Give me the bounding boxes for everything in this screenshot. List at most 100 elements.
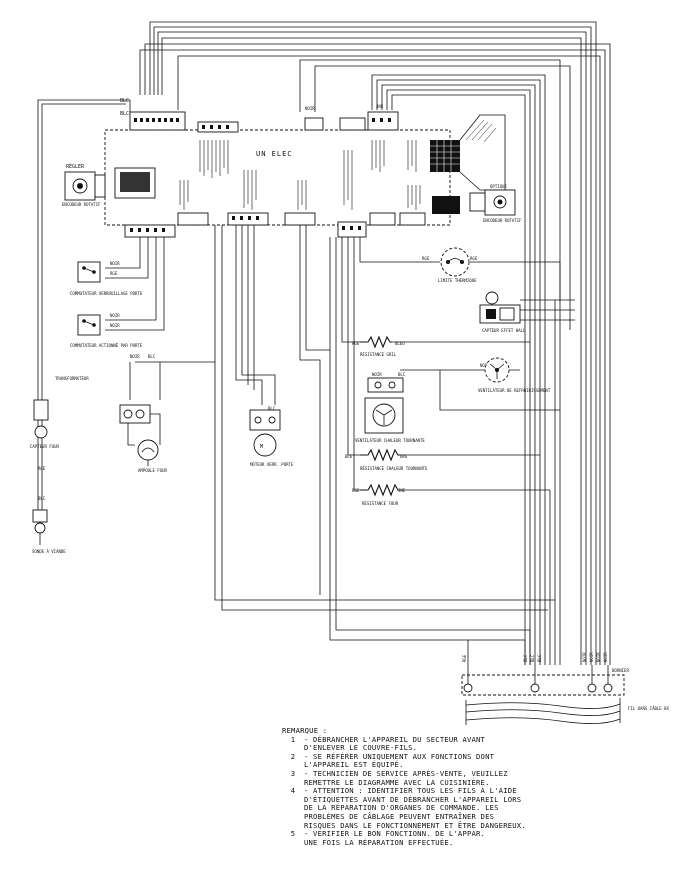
remark-text: - ATTENTION : IDENTIFIER TOUS LES FILS À…	[304, 786, 526, 830]
terminal-wire-labels: RGE BLC BLC BLC NOIR NOIR NOIR NOIR	[462, 652, 608, 662]
wire-label-rge-2: RGE	[352, 341, 360, 346]
door-lock-motor-label: MOTEUR VERR. PORTE	[250, 462, 294, 467]
lower-wires	[105, 225, 575, 665]
board-fine-print	[179, 140, 421, 210]
optique-label: OPTIQUE	[490, 184, 507, 189]
hall-sensor-label: CAPTEUR EFFET HALL	[482, 328, 526, 333]
wire-label-jne: JNE	[398, 488, 406, 493]
wire-label-bleu: BLEU	[395, 341, 405, 346]
connector-pins-top	[134, 118, 391, 129]
svg-text:M: M	[260, 444, 263, 450]
remark-text: - SE RÉFÉRER UNIQUEMENT AUX FONCTIONS DO…	[304, 751, 495, 770]
keypad-ribbon	[459, 114, 506, 191]
terminal-feed-wires	[467, 630, 531, 665]
remarks-heading: REMARQUE :	[282, 726, 328, 735]
svg-text:NOIR: NOIR	[603, 652, 608, 662]
remark-number: 5	[290, 829, 296, 839]
connector-top-3	[304, 117, 324, 131]
wire-label-blc-4: BLC	[268, 406, 276, 411]
keypad-grid	[430, 140, 460, 172]
remark-text: - TECHNICIEN DE SERVICE APRÈS-VENTE, VEU…	[304, 768, 508, 787]
connector-bottom-7	[399, 212, 426, 226]
transformer-label: TRANSFORMATEUR	[55, 376, 89, 381]
bx-cable-label: FIL DANS CÂBLE BX	[628, 706, 670, 711]
encoder-right-label: ENCODEUR ROTATIF	[483, 218, 522, 223]
encoder-left-title: RÉGLER	[66, 162, 85, 170]
remark-item: 3 - TECHNICIEN DE SERVICE APRÈS-VENTE, V…	[282, 768, 622, 787]
remark-number: 2	[290, 751, 296, 761]
hall-sensor: CAPTEUR EFFET HALL	[479, 291, 526, 333]
remarks-block: REMARQUE : 1 - DÉBRANCHER L'APPAREIL DU …	[282, 726, 622, 847]
door-actuated-switch: COMMUTATEUR ACTIONNÉ PAR PORTE	[70, 314, 143, 348]
connector-top-1	[129, 111, 186, 131]
encoder-left: RÉGLER ENCODEUR ROTATIF	[62, 162, 106, 207]
keypad-ribbon-lines	[465, 119, 497, 143]
remark-text: - VÉRIFIER LE BON FONCTIONN. DE L'APPAR.…	[304, 829, 486, 847]
remark-number: 3	[290, 768, 296, 778]
oven-lamp-label: AMPOULE FOUR	[138, 468, 167, 473]
meat-probe-label: SONDE À VIANDE	[32, 549, 66, 554]
terminal-block-label: BORNIER	[612, 668, 629, 673]
connector-bottom-4	[284, 212, 316, 226]
cooling-fan-label: VENTILATEUR DE REFROIDISSEMENT	[478, 388, 551, 393]
oven-sensor-label: CAPTEUR FOUR	[30, 444, 59, 449]
svg-text:NOIR: NOIR	[582, 652, 587, 662]
door-lock-motor: M MOTEUR VERR. PORTE	[249, 409, 294, 467]
door-lock-switch: COMMUTATEUR VERROUILLAGE PORTE	[70, 261, 143, 296]
svg-text:BLC: BLC	[530, 654, 535, 662]
svg-text:NOIR: NOIR	[589, 652, 594, 662]
svg-text:BLC: BLC	[537, 654, 542, 662]
keypad-lower-block	[432, 196, 460, 214]
convection-fan: VENTILATEUR CHALEUR TOURNANTE	[355, 377, 425, 443]
door-lock-switch-label: COMMUTATEUR VERROUILLAGE PORTE	[70, 291, 143, 296]
terminal-block: BORNIER FIL DANS CÂBLE BX	[461, 665, 670, 725]
oven-lamp: AMPOULE FOUR	[137, 439, 167, 473]
wire-label-rge-3: RGE	[352, 488, 360, 493]
cooling-fan: VENTILATEUR DE REFROIDISSEMENT	[478, 357, 551, 393]
control-board: UN ELEC	[104, 111, 506, 238]
wire-label-noir-3: NOIR	[110, 323, 120, 328]
wire-label-rge-1: RGE	[110, 271, 118, 276]
board-title: UN ELEC	[256, 150, 293, 158]
wire-label-blc-1: BLC	[120, 98, 129, 104]
broil-element: RÉSISTANCE GRIL	[360, 335, 397, 357]
keypad-connector-block	[430, 140, 460, 172]
remark-number: 1	[290, 734, 296, 744]
wire-labels: NOIR JNE NOIR RGE NOIR NOIR NOIR BLC BLC…	[38, 104, 508, 501]
remark-item: 5 - VÉRIFIER LE BON FONCTIONN. DE L'APPA…	[282, 829, 622, 847]
convection-element: RÉSISTANCE CHALEUR TOURNANTE	[360, 448, 428, 471]
wire-label-rge-5: RGE	[470, 256, 478, 261]
wire-label-rge-4: RGE	[422, 256, 430, 261]
wire-label-noir-2: NOIR	[110, 313, 120, 318]
meat-probe: SONDE À VIANDE	[32, 445, 66, 554]
wire-label-blc-5: BLC	[398, 372, 406, 377]
wire-label-noir-4: NOIR	[130, 354, 140, 359]
wire-label-noir-6: NOIR	[480, 363, 490, 368]
connector-pins-bottom	[130, 216, 361, 232]
connector-bottom-2	[177, 212, 209, 226]
door-actuated-switch-label: COMMUTATEUR ACTIONNÉ PAR PORTE	[70, 343, 143, 348]
remark-text: - DÉBRANCHER L'APPAREIL DU SECTEUR AVANT…	[304, 734, 486, 753]
convection-element-label: RÉSISTANCE CHALEUR TOURNANTE	[360, 466, 428, 471]
bake-element-label: RÉSISTANCE FOUR	[362, 501, 399, 506]
encoder-right: OPTIQUE ENCODEUR ROTATIF	[469, 184, 522, 223]
svg-text:RGE: RGE	[462, 654, 467, 662]
broil-element-label: RÉSISTANCE GRIL	[360, 352, 397, 357]
wire-label-ble: BLE	[345, 454, 353, 459]
board-outline	[104, 129, 451, 226]
convection-fan-label: VENTILATEUR CHALEUR TOURNANTE	[355, 438, 425, 443]
thermal-limit-label: LIMITE THERMIQUE	[438, 278, 477, 283]
thermal-limit: LIMITE THERMIQUE	[438, 247, 477, 283]
left-blc-wires: BLC BLC	[37, 98, 131, 445]
oven-sensor: CAPTEUR FOUR	[30, 399, 59, 449]
transformer: TRANSFORMATEUR	[55, 376, 161, 446]
wire-label-noir-1: NOIR	[110, 261, 120, 266]
wire-label-noir-top: NOIR	[305, 106, 315, 111]
wire-label-jne-top: JNE	[376, 104, 384, 109]
svg-text:BLC: BLC	[523, 654, 528, 662]
bake-element: RÉSISTANCE FOUR	[360, 483, 400, 506]
remark-number: 4	[290, 786, 296, 796]
connector-top-4	[339, 117, 366, 131]
wire-label-noir-5: NOIR	[372, 372, 382, 377]
